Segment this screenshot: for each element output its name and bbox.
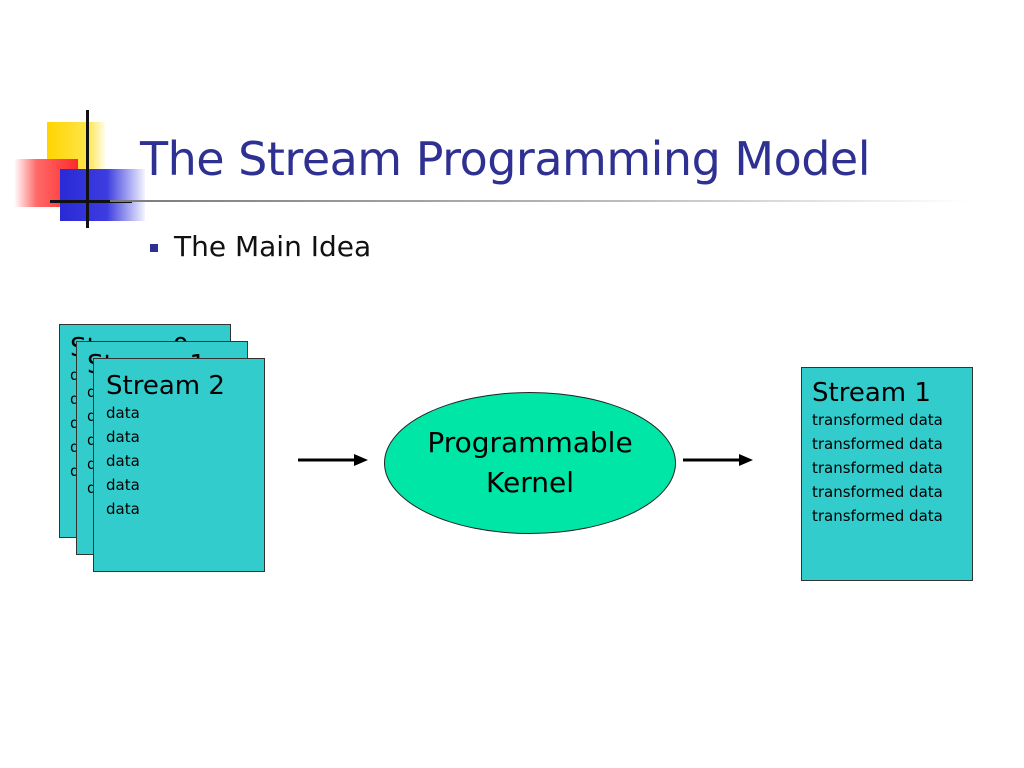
stream-data-line: data — [106, 476, 140, 494]
output-data-line: transformed data — [812, 435, 943, 453]
blue-square — [60, 169, 145, 221]
programmable-kernel-ellipse: Programmable Kernel — [384, 392, 676, 534]
stream-data-line: data — [106, 428, 140, 446]
kernel-label-line2: Kernel — [486, 466, 574, 499]
kernel-label-line1: Programmable — [427, 426, 633, 459]
logo-horizontal-line — [50, 200, 132, 203]
decorative-logo-squares — [0, 100, 150, 240]
arrow-right-icon — [683, 454, 753, 466]
slide-title: The Stream Programming Model — [140, 132, 871, 186]
stream-data-line: data — [106, 404, 140, 422]
output-data-line: transformed data — [812, 411, 943, 429]
arrow-right-icon — [298, 454, 368, 466]
output-data-line: transformed data — [812, 483, 943, 501]
bullet-text: The Main Idea — [174, 230, 372, 263]
stream-title: Stream 2 — [106, 371, 225, 401]
bullet-square-icon — [150, 243, 158, 252]
bullet-item: The Main Idea — [150, 230, 371, 263]
output-data-line: transformed data — [812, 507, 943, 525]
stream-data-line: data — [106, 500, 140, 518]
stream-box-front: Stream 2 data data data data data — [93, 358, 265, 572]
output-stream-title: Stream 1 — [812, 378, 931, 408]
stream-data-line: data — [106, 452, 140, 470]
output-stream-box: Stream 1 transformed data transformed da… — [801, 367, 973, 581]
title-underline — [110, 200, 970, 202]
logo-vertical-line — [86, 110, 89, 228]
output-data-line: transformed data — [812, 459, 943, 477]
